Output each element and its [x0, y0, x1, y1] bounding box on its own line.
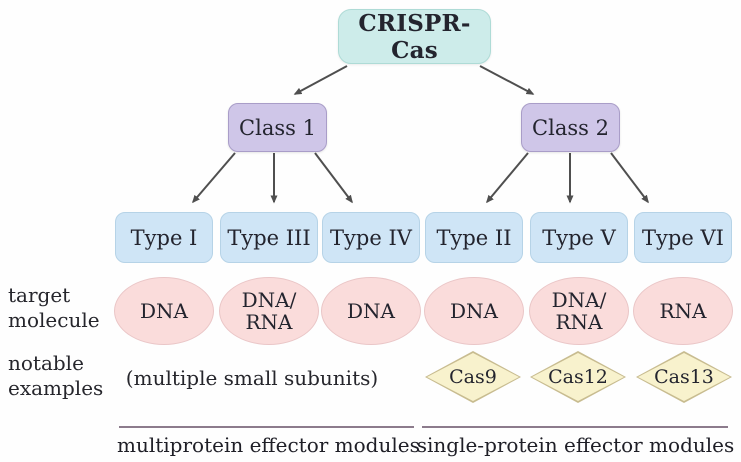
target-label: DNA/ RNA — [241, 288, 297, 334]
example-diamond-cas12: Cas12 — [530, 351, 626, 403]
type-vi-label: Type VI — [642, 225, 724, 250]
target-label: DNA — [140, 299, 188, 323]
arrow-class1-to-type-i — [192, 152, 236, 204]
type-i-label: Type I — [130, 225, 198, 250]
class1-node: Class 1 — [228, 103, 327, 152]
root-node-label: CRISPR-Cas — [358, 9, 471, 64]
type-iv-node: Type IV — [322, 212, 420, 263]
target-label: DNA — [450, 299, 498, 323]
class2-footer-label: single-protein effector modules — [416, 433, 735, 457]
target-label: DNA/ RNA — [551, 288, 607, 334]
example-label: Cas9 — [449, 366, 497, 388]
type-iv-label: Type IV — [330, 225, 412, 250]
type-v-label: Type V — [542, 225, 616, 250]
example-diamond-cas9: Cas9 — [425, 351, 521, 403]
row-label-target-molecule: target molecule — [8, 283, 100, 332]
example-label: Cas13 — [654, 366, 714, 388]
target-label: DNA — [347, 299, 395, 323]
class2-footer-line — [422, 426, 728, 428]
target-ellipse-type-v: DNA/ RNA — [529, 277, 629, 345]
arrow-class2-to-type-vi — [610, 152, 649, 204]
class1-footer-line — [119, 426, 414, 428]
class2-node: Class 2 — [521, 103, 620, 152]
target-ellipse-type-iii: DNA/ RNA — [219, 277, 319, 345]
class1-examples-note: (multiple small subunits) — [125, 366, 379, 390]
target-ellipse-type-ii: DNA — [424, 277, 524, 345]
type-iii-label: Type III — [227, 225, 311, 250]
class2-label: Class 2 — [532, 115, 609, 140]
target-label: RNA — [659, 299, 707, 323]
type-ii-label: Type II — [436, 225, 512, 250]
type-ii-node: Type II — [425, 212, 523, 263]
example-diamond-cas13: Cas13 — [636, 351, 732, 403]
target-ellipse-type-iv: DNA — [321, 277, 421, 345]
example-label: Cas12 — [548, 366, 608, 388]
type-v-node: Type V — [530, 212, 628, 263]
target-ellipse-type-i: DNA — [114, 277, 214, 345]
arrow-class1-to-type-iv — [314, 152, 353, 204]
row-label-notable-examples: notable examples — [8, 351, 104, 400]
type-vi-node: Type VI — [634, 212, 732, 263]
type-i-node: Type I — [115, 212, 213, 263]
class1-label: Class 1 — [239, 115, 316, 140]
arrow-root-to-class1 — [293, 65, 348, 95]
arrow-root-to-class2 — [479, 65, 535, 95]
target-ellipse-type-vi: RNA — [633, 277, 733, 345]
class1-footer-label: multiprotein effector modules — [117, 433, 420, 457]
type-iii-node: Type III — [220, 212, 318, 263]
root-node-crispr-cas: CRISPR-Cas — [338, 9, 491, 64]
arrow-class2-to-type-ii — [486, 152, 529, 204]
